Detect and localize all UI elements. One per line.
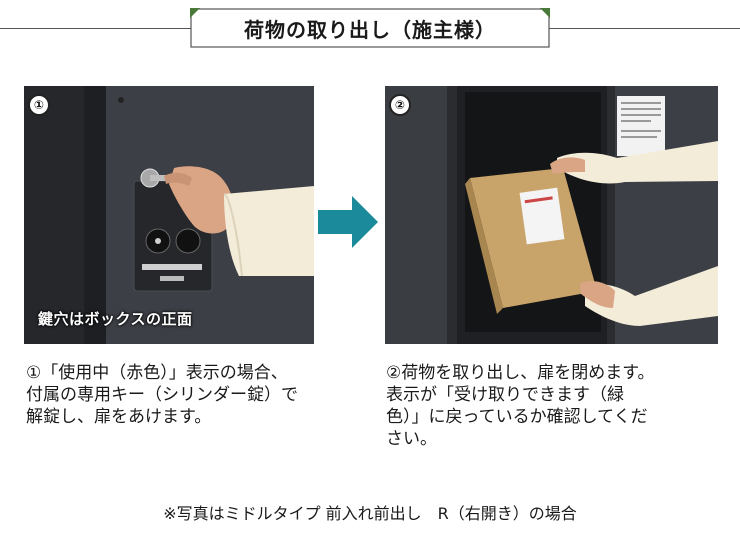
step-2-line: ②荷物を取り出し、扉を閉めます。 (386, 363, 655, 383)
photo-take-out-illustration (385, 86, 718, 344)
step-2-description: ②荷物を取り出し、扉を閉めます。 表示が「受け取りできます（緑 色）」に戻ってい… (386, 362, 716, 450)
page-title: 荷物の取り出し（施主様） (244, 17, 496, 42)
title-rule-left (0, 28, 200, 29)
step-number-2: ② (389, 94, 411, 116)
footnote: ※写真はミドルタイプ 前入れ前出し R（右開き）の場合 (163, 504, 577, 523)
step-1-line: ①「使用中（赤色）」表示の場合、 (26, 363, 288, 383)
step-1-line: 付属の専用キー（シリンダー錠）で (26, 385, 298, 405)
photo-caption-keyhole: 鍵穴はボックスの正面 (38, 310, 193, 328)
step-2-line: さい。 (386, 429, 437, 449)
step-2-line: 色）」に戻っているか確認してくだ (386, 407, 648, 427)
title-rule-right (540, 28, 740, 29)
photo-keyhole: ① 鍵穴はボックスの正面 (24, 86, 314, 344)
step-2-line: 表示が「受け取りできます（緑 (386, 385, 624, 405)
step-number-1: ① (28, 94, 50, 116)
title-box: 荷物の取り出し（施主様） (190, 8, 550, 48)
photo-take-out: ② (385, 86, 718, 344)
title-box-frame (190, 8, 550, 48)
step-1-line: 解錠し、扉をあけます。 (26, 407, 212, 427)
arrow-right-icon (318, 196, 378, 248)
photo-keyhole-illustration (24, 86, 314, 344)
step-1-description: ①「使用中（赤色）」表示の場合、 付属の専用キー（シリンダー錠）で 解錠し、扉を… (26, 362, 371, 428)
